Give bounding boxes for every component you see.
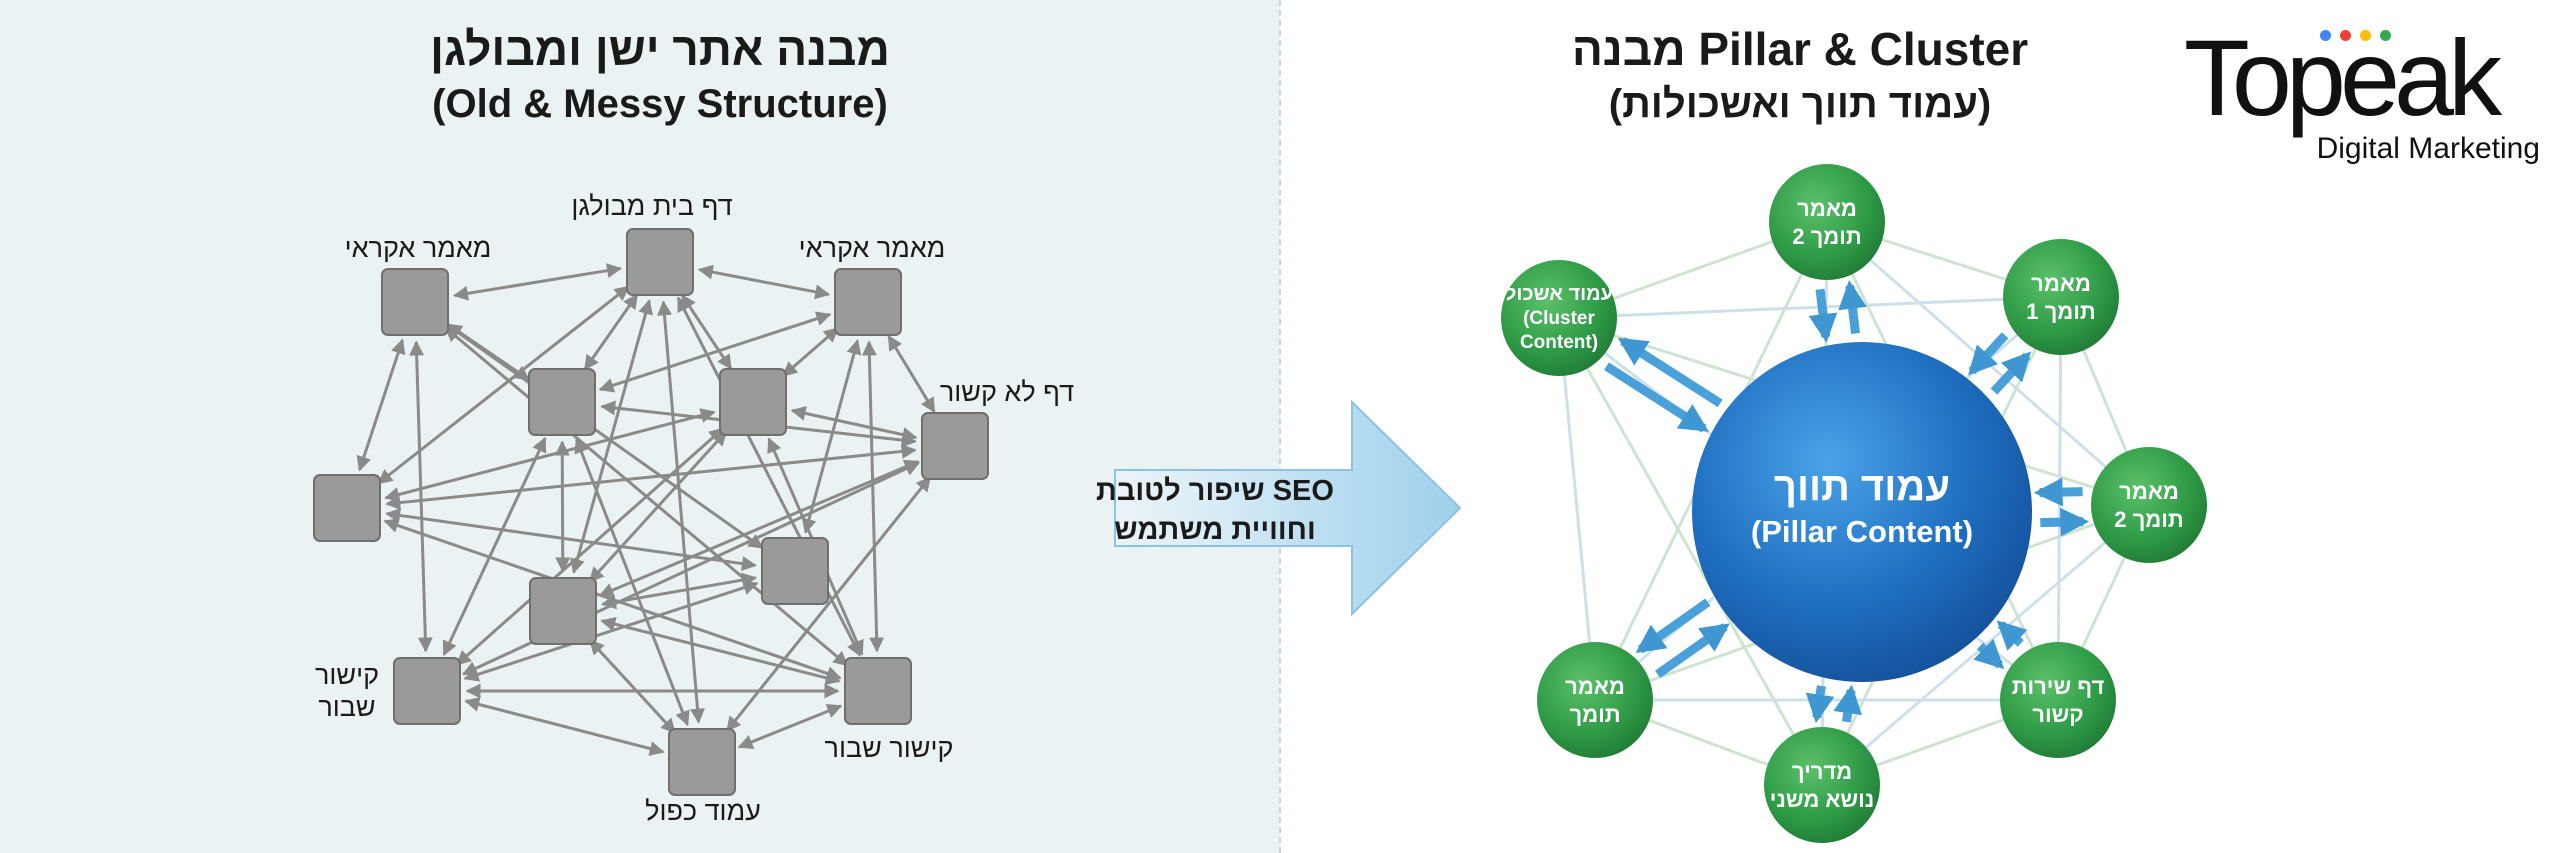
label-broken-link-left-1: קישור (315, 660, 379, 690)
messy-link (464, 697, 665, 756)
old-structure-subtitle: (Old & Messy Structure) (432, 82, 888, 126)
satellite-right-line2: תומך 2 (2114, 507, 2183, 532)
cluster-web-line (1557, 317, 1597, 701)
pillar-link-in (1808, 288, 1838, 343)
label-duplicate-page: עמוד כפול (645, 796, 761, 826)
messy-link (588, 639, 677, 734)
pillar-link-out (1617, 337, 1723, 408)
pillar-link-in (1967, 332, 2009, 376)
pillar-link-out (1805, 685, 1835, 724)
logo-dot-yellow (2360, 30, 2371, 41)
satellite-top-right-line1: מאמר (2031, 271, 2091, 296)
pillar-cluster-title: מבנה Pillar & Cluster (1571, 23, 2029, 75)
messy-link (409, 340, 433, 653)
panel-divider (1279, 0, 1281, 853)
label-broken-link-right: קישור שבור (825, 733, 954, 763)
messy-page-box (528, 368, 596, 436)
messy-page-box (668, 728, 736, 796)
pillar-cluster-subtitle: (עמוד תווך ואשכולות) (1608, 82, 1992, 126)
logo-dot-blue (2320, 30, 2331, 41)
pillar-link-in (1604, 362, 1709, 433)
pillar-links (1604, 280, 2090, 724)
messy-link (887, 334, 936, 414)
messy-link (697, 264, 831, 300)
satellite-bottom-right-line1: דף שירות (2012, 674, 2105, 699)
label-unrelated-page: דף לא קשור (940, 377, 1074, 407)
satellite-bottom-line2: נושא משני (1770, 787, 1875, 812)
transition-arrow (1114, 399, 1462, 617)
messy-links (356, 263, 936, 756)
logo-dot-green (2380, 30, 2391, 41)
satellite-right: מאמר תומך 2 (2091, 447, 2207, 563)
satellite-top: מאמר תומך 2 (1769, 164, 1885, 280)
logo-tagline: Digital Marketing (2316, 132, 2540, 165)
topeak-logo: Topeak Digital Marketing (2140, 22, 2540, 182)
messy-page-box (626, 228, 694, 296)
messy-page-box (529, 577, 597, 645)
satellite-cluster-line3: Content) (1520, 332, 1598, 353)
messy-page-box (834, 268, 902, 336)
pillar-link-out (1838, 280, 1867, 335)
messy-link (680, 294, 733, 370)
messy-link (657, 300, 705, 724)
satellite-cluster-line1: עמוד אשכול (1505, 283, 1613, 305)
satellite-cluster-line2: (Cluster (1523, 308, 1595, 329)
old-structure-title: מבנה אתר ישן ומבולגן (430, 23, 890, 75)
satellite-bottom-right-line2: קשור (2032, 702, 2083, 727)
cluster-web-line (2056, 296, 2063, 701)
cluster-web-line (1558, 295, 2062, 320)
messy-page-box (719, 368, 787, 436)
transition-text-line1: שיפור לטובת SEO (1096, 475, 1334, 507)
satellite-bottom-left: מאמר תומך (1537, 642, 1653, 758)
transition-text-line2: וחוויית משתמש (1114, 514, 1315, 546)
messy-page-box (313, 474, 381, 542)
messy-link (782, 327, 839, 377)
satellite-top-right-line2: תומך 1 (2026, 299, 2095, 324)
label-broken-link-left-2: שבור (318, 692, 375, 722)
messy-link (583, 293, 639, 371)
pillar-label-line1: עמוד תווך (1774, 465, 1950, 509)
satellite-bottom-left-line2: תומך (1569, 702, 1620, 727)
satellite-bottom-line1: מדריך (1792, 759, 1852, 784)
messy-page-box (921, 412, 989, 480)
label-random-article-right: מאמר אקראי (799, 233, 946, 263)
logo-dot-red (2340, 30, 2351, 41)
satellite-top-line1: מאמר (1797, 196, 1857, 221)
pillar-link-out (1635, 598, 1711, 654)
messy-link (737, 704, 843, 749)
satellite-right-line1: מאמר (2119, 479, 2179, 504)
pillar-link-out (2040, 507, 2090, 537)
messy-link (861, 340, 885, 653)
satellite-cluster-content: עמוד אשכול (Cluster Content) (1501, 260, 1617, 376)
messy-link (452, 263, 623, 301)
messy-link (554, 440, 571, 573)
pillar-link-in (1996, 620, 2028, 651)
satellite-bottom: מדריך נושא משני (1764, 727, 1880, 843)
satellite-top-right: מאמר תומך 1 (2003, 239, 2119, 355)
messy-pages (313, 228, 989, 796)
pillar-link-in (1655, 623, 1730, 678)
pillar-label-line2: (Pillar Content) (1751, 514, 1973, 549)
messy-page-box (844, 657, 912, 725)
pillar-link-out (1990, 351, 2032, 395)
messy-page-box (393, 657, 461, 725)
pillar-link-in (1833, 684, 1862, 723)
label-messy-home: דף בית מבולגן (571, 191, 732, 221)
satellite-top-line2: תומך 2 (1792, 224, 1861, 249)
messy-link (801, 339, 862, 534)
cluster-web-line (1557, 317, 1824, 786)
messy-page-box (761, 537, 829, 605)
satellite-bottom-right: דף שירות קשור (2000, 642, 2116, 758)
pillar-link-in (2033, 477, 2083, 507)
messy-page-box (381, 268, 449, 336)
messy-link (444, 326, 849, 667)
label-random-article-left: מאמר אקראי (345, 233, 492, 263)
pillar-node (1692, 342, 2032, 682)
messy-link (598, 459, 920, 598)
satellite-bottom-left-line1: מאמר (1565, 674, 1625, 699)
messy-link (356, 338, 406, 472)
messy-link (570, 299, 653, 574)
pillar-link-out (1973, 638, 2005, 670)
